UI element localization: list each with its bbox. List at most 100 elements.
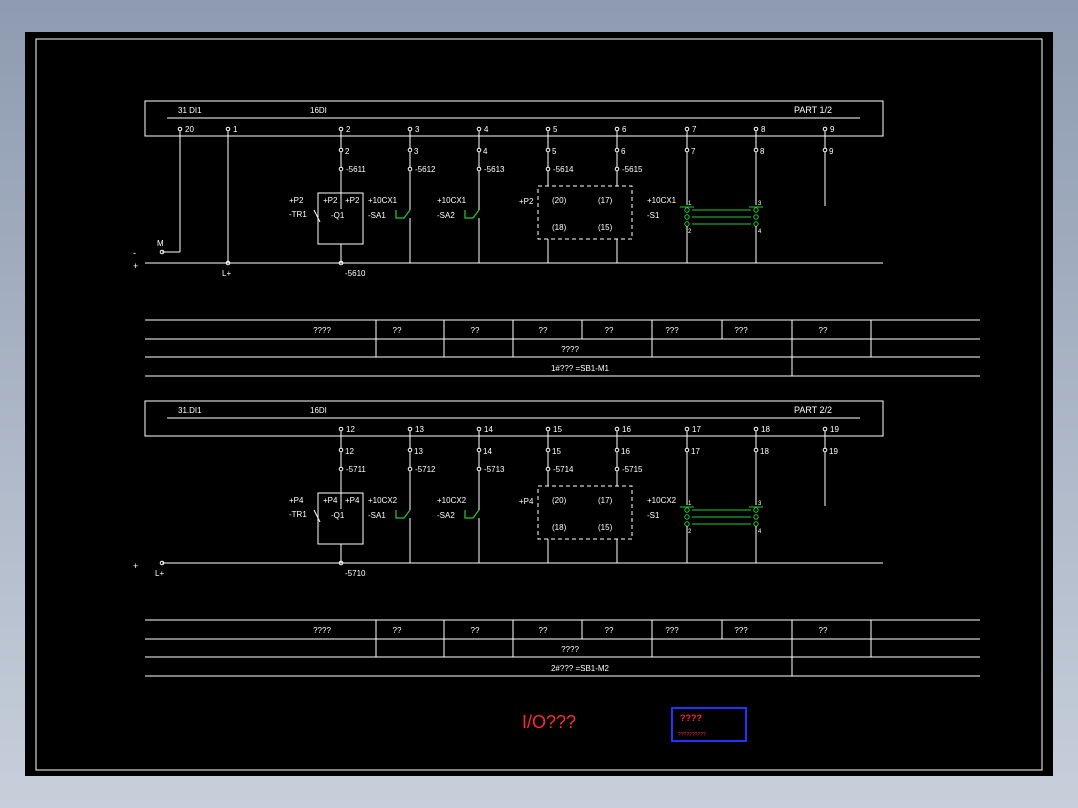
- sa1-switch-symbol: [395, 209, 411, 219]
- watermark-stamp: ???? ??????????: [671, 707, 747, 742]
- drop-dot: [407, 147, 413, 153]
- l-dot: [225, 260, 231, 266]
- terminal-label: 7: [692, 125, 697, 134]
- drop-dot: [614, 147, 620, 153]
- device-terminal-label: (15): [598, 223, 613, 232]
- wire-number-label: -5611: [346, 165, 366, 174]
- header-box: [144, 100, 884, 137]
- wire-number-dot: [476, 466, 482, 472]
- drop-dot: [822, 147, 828, 153]
- table-cell: ??: [819, 326, 828, 335]
- s1-label: -S1: [647, 511, 660, 520]
- part-label: PART 1/2: [794, 105, 832, 115]
- terminal-dot: [822, 426, 828, 432]
- s1-contact-right: [753, 207, 759, 213]
- device-terminal-label: (20): [552, 196, 567, 205]
- s1-num: 1: [688, 201, 692, 207]
- table-cell: ????: [313, 626, 331, 635]
- p-box-b-label: +P2: [345, 196, 360, 205]
- device-p-label: +P2: [519, 197, 534, 206]
- s1-label: -S1: [647, 211, 660, 220]
- drop-label: 3: [414, 147, 419, 156]
- device-terminal-label: (20): [552, 496, 567, 505]
- sa1-cx-label: +10CX1: [368, 196, 398, 205]
- p-box-a-label: +P2: [323, 196, 338, 205]
- wire-number-dot: [407, 166, 413, 172]
- m-dot: [159, 249, 165, 255]
- table-cell: ??: [393, 326, 402, 335]
- device-dashed-box: [537, 485, 633, 540]
- terminal-dot: [684, 126, 690, 132]
- sa2-label: -SA2: [437, 511, 455, 520]
- plus-label: +: [133, 261, 138, 271]
- s1-num: 4: [758, 229, 762, 235]
- drop-label: 9: [829, 147, 834, 156]
- s1-contact-left: [684, 214, 690, 220]
- drop-dot: [822, 447, 828, 453]
- terminal-label: 14: [484, 425, 493, 434]
- table-cell: ???: [665, 326, 679, 335]
- q1-bus-dot: [338, 260, 344, 266]
- table-cell: ????: [313, 326, 331, 335]
- device-dashed-box: [537, 185, 633, 240]
- s1-cx-label: +10CX2: [647, 496, 677, 505]
- drop-dot: [753, 147, 759, 153]
- device-terminal-label: (17): [598, 496, 613, 505]
- wire-number-dot: [545, 466, 551, 472]
- terminal-label: 8: [761, 125, 766, 134]
- sa2-switch-symbol: [464, 209, 480, 219]
- tr-switch-symbol: [313, 209, 321, 223]
- sa2-label: -SA2: [437, 211, 455, 220]
- terminal-label: 15: [553, 425, 562, 434]
- sa2-cx-label: +10CX1: [437, 196, 467, 205]
- s1-contact-right: [753, 214, 759, 220]
- header-left-label: 31 DI1: [178, 106, 202, 115]
- drop-label: 12: [345, 447, 354, 456]
- drop-dot: [545, 147, 551, 153]
- sa1-switch-symbol: [395, 509, 411, 519]
- s1-contact-right: [753, 514, 759, 520]
- wire-number-dot: [338, 166, 344, 172]
- drop-dot: [684, 447, 690, 453]
- table-cell: ??: [539, 326, 548, 335]
- drop-dot: [476, 447, 482, 453]
- q1-label: -Q1: [331, 211, 345, 220]
- terminal-dot: [684, 426, 690, 432]
- wire-number-label: -5615: [622, 165, 643, 174]
- terminal-dot: [338, 426, 344, 432]
- s1-contact-right: [753, 507, 759, 513]
- wire-number-label: -5614: [553, 165, 574, 174]
- drop-dot: [338, 447, 344, 453]
- sa1-label: -SA1: [368, 511, 386, 520]
- q1-label: -Q1: [331, 511, 345, 520]
- s1-num: 2: [688, 229, 692, 235]
- table-cell: ???: [734, 626, 748, 635]
- sa2-cx-label: +10CX2: [437, 496, 467, 505]
- drop-label: 15: [552, 447, 561, 456]
- drop-dot: [545, 447, 551, 453]
- drop-label: 7: [691, 147, 696, 156]
- stamp-line-2: ??????????: [678, 732, 706, 738]
- drop-label: 19: [829, 447, 838, 456]
- tr-label: -TR1: [289, 510, 307, 519]
- wire-number-dot: [407, 466, 413, 472]
- terminal-dot: [545, 426, 551, 432]
- drop-label: 6: [621, 147, 626, 156]
- wire-number-label: -5712: [415, 465, 436, 474]
- plus-label: +: [133, 561, 138, 571]
- m-label: M: [157, 239, 164, 248]
- terminal-dot: [614, 126, 620, 132]
- drop-label: 5: [552, 147, 557, 156]
- terminal-label: 6: [622, 125, 627, 134]
- terminal-label: 3: [415, 125, 420, 134]
- p-box-b-label: +P4: [345, 496, 360, 505]
- terminal-dot: [614, 426, 620, 432]
- drop-dot: [476, 147, 482, 153]
- table-caption-cell: 2#??? =SB1-M2: [551, 664, 610, 673]
- terminal-dot: [753, 426, 759, 432]
- table-caption-cell: 1#??? =SB1-M1: [551, 364, 610, 373]
- stamp-line-1: ????: [680, 713, 702, 723]
- terminal-dot: [225, 126, 231, 132]
- table-merged-cell: ????: [561, 345, 579, 354]
